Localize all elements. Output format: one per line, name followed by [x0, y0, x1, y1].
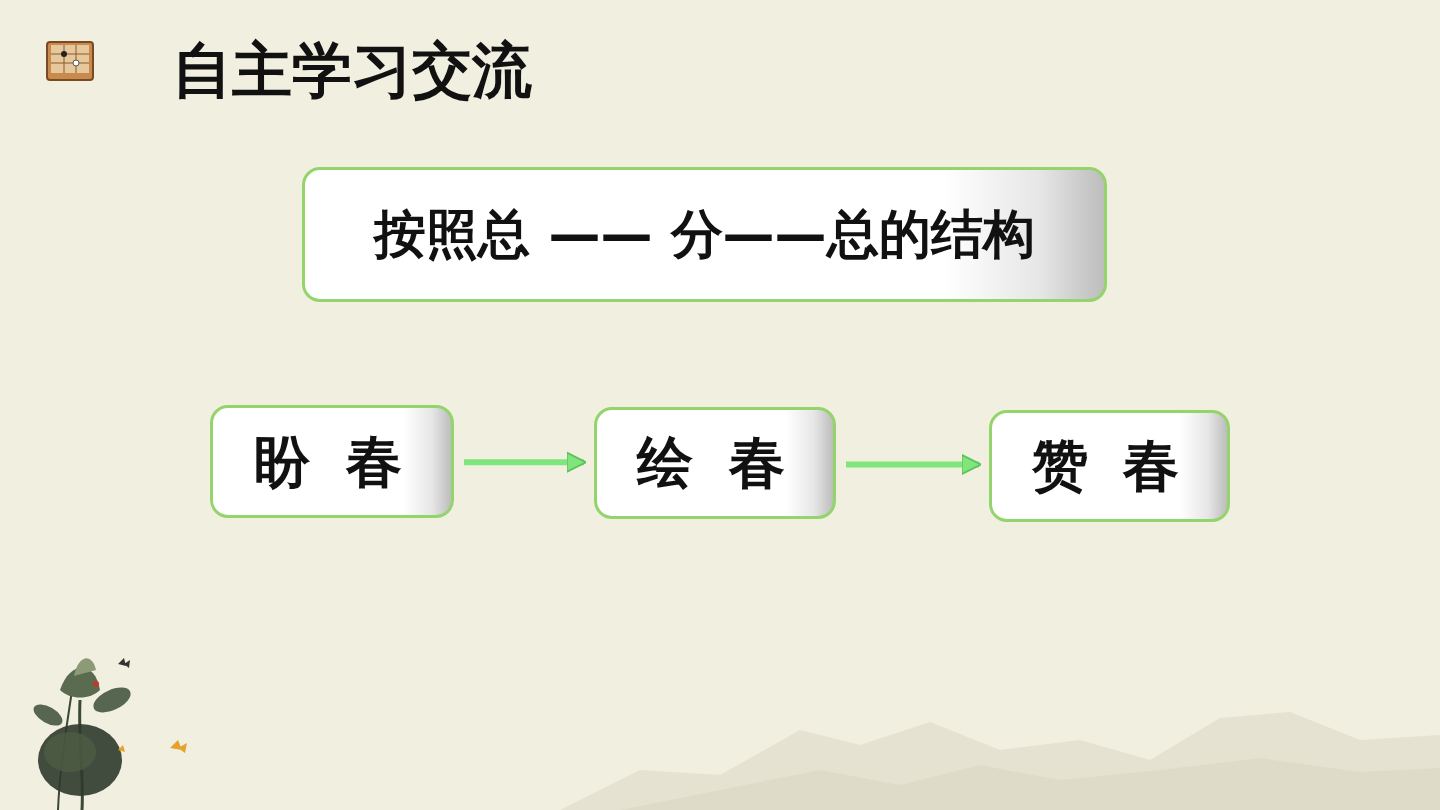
box-label: 按照总 —— 分——总的结构 — [374, 206, 1034, 263]
stage-box: 盼 春 — [210, 405, 454, 518]
board-icon — [47, 42, 93, 80]
lotus-painting — [30, 658, 187, 810]
box-label: 赞 春 — [1032, 435, 1188, 497]
box-label: 绘 春 — [637, 432, 793, 494]
flow-arrow — [464, 459, 584, 465]
mountain-silhouette — [560, 712, 1440, 810]
slide-title: 自主学习交流 — [172, 40, 532, 100]
stage-box: 绘 春 — [594, 407, 836, 519]
structure-box: 按照总 —— 分——总的结构 — [302, 167, 1107, 302]
box-label: 盼 春 — [254, 431, 410, 493]
stage-box: 赞 春 — [989, 410, 1230, 522]
flow-arrow — [846, 462, 979, 468]
